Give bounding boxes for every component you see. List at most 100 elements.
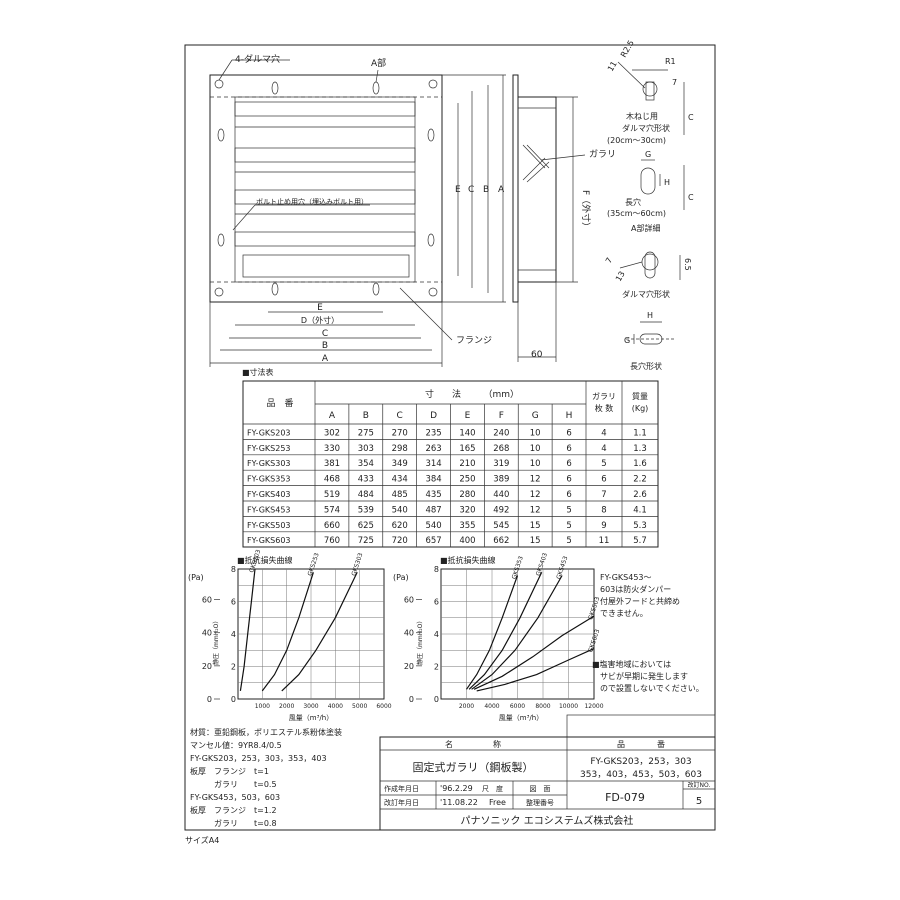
material-spec: 材質：亜鉛鋼板，ポリエステル系粉体塗装 マンセル値：9YR8.4/0.5 FY-… bbox=[190, 727, 342, 828]
table-cell-C: 485 bbox=[392, 490, 408, 500]
table-row-model: FY-GKS203 bbox=[247, 428, 291, 437]
bolt-holes-label: ボルト止め用穴（埋込みボルト用） bbox=[256, 197, 368, 206]
header-mass: 質量 bbox=[632, 391, 648, 401]
table-cell-F: 319 bbox=[493, 459, 509, 469]
side-louver bbox=[522, 144, 550, 183]
x-tick-label: 8000 bbox=[535, 703, 550, 710]
chart2-pa-label: (Pa) bbox=[393, 573, 409, 582]
table-cell-G: 12 bbox=[530, 505, 541, 515]
table-cell-count: 9 bbox=[601, 521, 606, 531]
table-cell-E: 210 bbox=[459, 459, 475, 469]
table-cell-H: 5 bbox=[566, 536, 571, 546]
hinban-line2: 353，403，453，503，603 bbox=[580, 770, 702, 780]
table-cell-C: 620 bbox=[392, 521, 408, 531]
x-tick-label: 4000 bbox=[328, 703, 343, 710]
a-part-label: A部 bbox=[371, 57, 386, 69]
note1-line1: FY-GKS453〜 bbox=[600, 573, 652, 582]
notes: FY-GKS453〜 603は防火ダンパー 付屋外フードと共締め できません。 … bbox=[592, 573, 704, 693]
table-cell-H: 6 bbox=[566, 490, 571, 500]
table-row-model: FY-GKS453 bbox=[247, 505, 291, 514]
y-tick-label: 2 bbox=[434, 663, 439, 672]
table-cell-count: 4 bbox=[601, 444, 606, 454]
seiri-label: 整理番号 bbox=[526, 798, 554, 807]
dama-shape-1: ダルマ穴形状 bbox=[622, 123, 670, 133]
table-cell-B: 725 bbox=[358, 536, 374, 546]
table-cell-E: 250 bbox=[459, 475, 475, 485]
x-tick-label: 12000 bbox=[584, 703, 603, 710]
detail-r25: R2.5 bbox=[619, 39, 636, 59]
dim-c-label: C bbox=[322, 329, 328, 339]
series-line-GKS403 bbox=[468, 572, 543, 690]
y-tick-label: 8 bbox=[434, 565, 439, 574]
a-part-detail: A部詳細 bbox=[631, 223, 660, 233]
created-date: '96.2.29 bbox=[440, 784, 473, 793]
series-line-GKS453 bbox=[471, 575, 563, 690]
table-cell-mass: 5.3 bbox=[633, 521, 647, 531]
table-cell-H: 6 bbox=[566, 444, 571, 454]
chart1-title: ■抵抗損失曲線 bbox=[237, 555, 293, 565]
dim-d-label: D（外寸） bbox=[301, 315, 339, 325]
side-body bbox=[517, 96, 557, 283]
y-tick-label: 0 bbox=[231, 695, 236, 704]
x-tick-label: 2000 bbox=[459, 703, 474, 710]
material-line7: 板厚 フランジ t=1.2 bbox=[190, 805, 277, 815]
paper-size-label: サイズA4 bbox=[185, 835, 219, 845]
table-cell-count: 5 bbox=[601, 459, 606, 469]
detail-eleven: 11 bbox=[606, 60, 619, 73]
product-name: 固定式ガラリ（鋼板製） bbox=[413, 760, 534, 774]
dim-b-label: B bbox=[322, 341, 328, 351]
table-cell-D: 235 bbox=[425, 428, 441, 438]
dim-60-label: 60 bbox=[531, 350, 543, 360]
chart1-ylabel: 静圧（mmH₂O） bbox=[212, 618, 220, 665]
dim-a-vert-label: A bbox=[498, 185, 505, 195]
col-header-G: G bbox=[532, 411, 539, 421]
rev-number: 5 bbox=[696, 796, 702, 807]
front-view: 4-ダルマ穴 A部 ボルト止め用穴（埋込みボルト用） フランジ E D（外寸） … bbox=[209, 53, 506, 367]
x-tick-label: 4000 bbox=[484, 703, 499, 710]
table-row-model: FY-GKS403 bbox=[247, 490, 291, 499]
detail-g: G bbox=[645, 150, 651, 159]
x-tick-label: 5000 bbox=[352, 703, 367, 710]
table-cell-B: 303 bbox=[358, 444, 374, 454]
y-tick-label: 4 bbox=[231, 630, 236, 639]
table-cell-F: 389 bbox=[493, 475, 509, 485]
dim-e-label: E bbox=[317, 303, 323, 313]
table-cell-D: 384 bbox=[425, 475, 441, 485]
table-cell-B: 484 bbox=[358, 490, 374, 500]
col-header-F: F bbox=[499, 411, 504, 421]
table-cell-E: 400 bbox=[459, 536, 475, 546]
y-pa-tick-label: 20 bbox=[404, 662, 414, 671]
x-tick-label: 6000 bbox=[510, 703, 525, 710]
x-tick-label: 1000 bbox=[255, 703, 270, 710]
material-line6: FY-GKS453，503，603 bbox=[190, 793, 280, 802]
col-header-H: H bbox=[566, 411, 573, 421]
detail-h: H bbox=[664, 178, 670, 187]
series-line-GKS603 bbox=[476, 648, 595, 692]
size-range-2: (35cm〜60cm) bbox=[607, 209, 666, 218]
col-header-E: E bbox=[465, 411, 471, 421]
drawing-number: FD-079 bbox=[605, 791, 645, 804]
scale-label: 尺 度 bbox=[482, 784, 503, 793]
table-cell-G: 15 bbox=[530, 536, 541, 546]
table-cell-count: 11 bbox=[599, 536, 610, 546]
front-inner-frame bbox=[234, 96, 416, 283]
table-row-model: FY-GKS253 bbox=[247, 444, 291, 453]
table-cell-B: 433 bbox=[358, 475, 374, 485]
dama-holes bbox=[214, 79, 438, 297]
front-flange-outline bbox=[209, 74, 443, 303]
table-cell-D: 263 bbox=[425, 444, 441, 454]
table-cell-D: 435 bbox=[425, 490, 441, 500]
table-cell-A: 330 bbox=[324, 444, 340, 454]
detail-h2: H bbox=[647, 311, 653, 320]
table-cell-E: 355 bbox=[459, 521, 475, 531]
chart1-pa-label: (Pa) bbox=[188, 573, 204, 582]
louver-slats bbox=[234, 101, 416, 278]
table-cell-E: 320 bbox=[459, 505, 475, 515]
table-cell-E: 140 bbox=[459, 428, 475, 438]
title-block: 名 称 固定式ガラリ（鋼板製） 品 番 FY-GKS203，253，303 35… bbox=[379, 714, 716, 831]
col-header-C: C bbox=[397, 411, 403, 421]
nagaana-shape: 長穴形状 bbox=[630, 361, 662, 371]
y-tick-label: 4 bbox=[434, 630, 439, 639]
